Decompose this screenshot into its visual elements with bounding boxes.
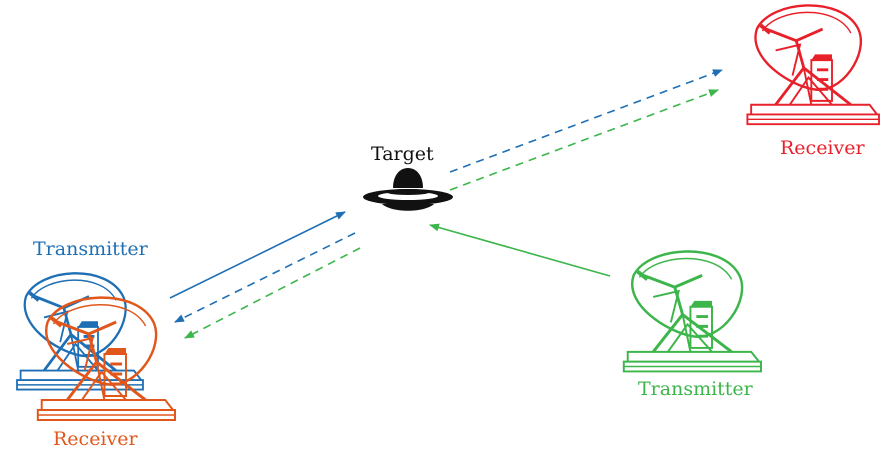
target-to-rx-red-blue-arrow — [449, 69, 723, 173]
target-to-rx-orange-blue-arrow — [174, 232, 356, 323]
ufo-icon — [363, 168, 453, 211]
rx-red-dish-icon — [745, 3, 881, 127]
rx-orange-dish-icon — [35, 295, 177, 422]
rx-red-label: Receiver — [780, 137, 865, 159]
rx-orange-label: Receiver — [53, 428, 138, 450]
tx-green-to-target-arrow — [429, 223, 611, 277]
target-to-rx-red-green-arrow — [449, 89, 719, 191]
tx-blue-label: Transmitter — [33, 238, 148, 260]
target-to-rx-orange-green-arrow — [184, 247, 361, 339]
tx-green-label: Transmitter — [638, 378, 753, 400]
tx-green-dish-icon — [621, 249, 763, 374]
target-label: Target — [371, 143, 434, 165]
tx-blue-to-target-arrow — [169, 211, 346, 299]
